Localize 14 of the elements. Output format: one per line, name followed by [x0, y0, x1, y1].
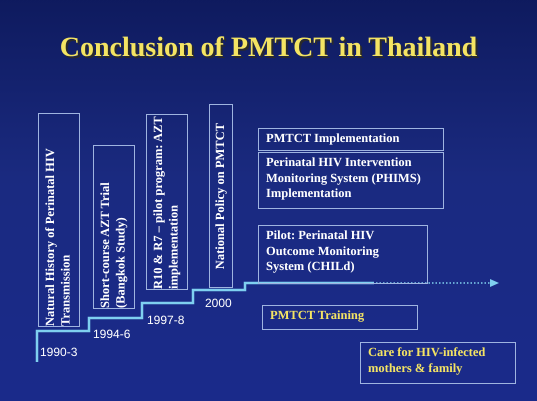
year-label: 2000 — [205, 296, 232, 310]
activity-box: Pilot: Perinatal HIV Outcome Monitoring System (CHILd) — [258, 225, 428, 284]
year-label: 1997-8 — [147, 313, 184, 327]
year-label: 1990-3 — [40, 345, 78, 359]
milestone-box: Short-course AZT Trial (Bangkok Study) — [93, 145, 135, 309]
activity-box: PMTCT Training — [262, 305, 418, 330]
milestone-box: R10 & R7 – pilot program: AZT implementation — [146, 114, 188, 290]
activity-box: Perinatal HIV Intervention Monitoring System (PHIMS) Implementation — [258, 152, 444, 209]
milestone-box: National Policy on PMTCT — [209, 104, 233, 288]
milestone-box: Natural History of Perinatal HIV Transmission — [38, 113, 80, 327]
year-label: 1994-6 — [93, 327, 130, 341]
slide-title: Conclusion of PMTCT in Thailand — [58, 32, 478, 64]
activity-box: Care for HIV-infected mothers & family — [360, 342, 516, 384]
activity-box: PMTCT Implementation — [258, 128, 444, 151]
